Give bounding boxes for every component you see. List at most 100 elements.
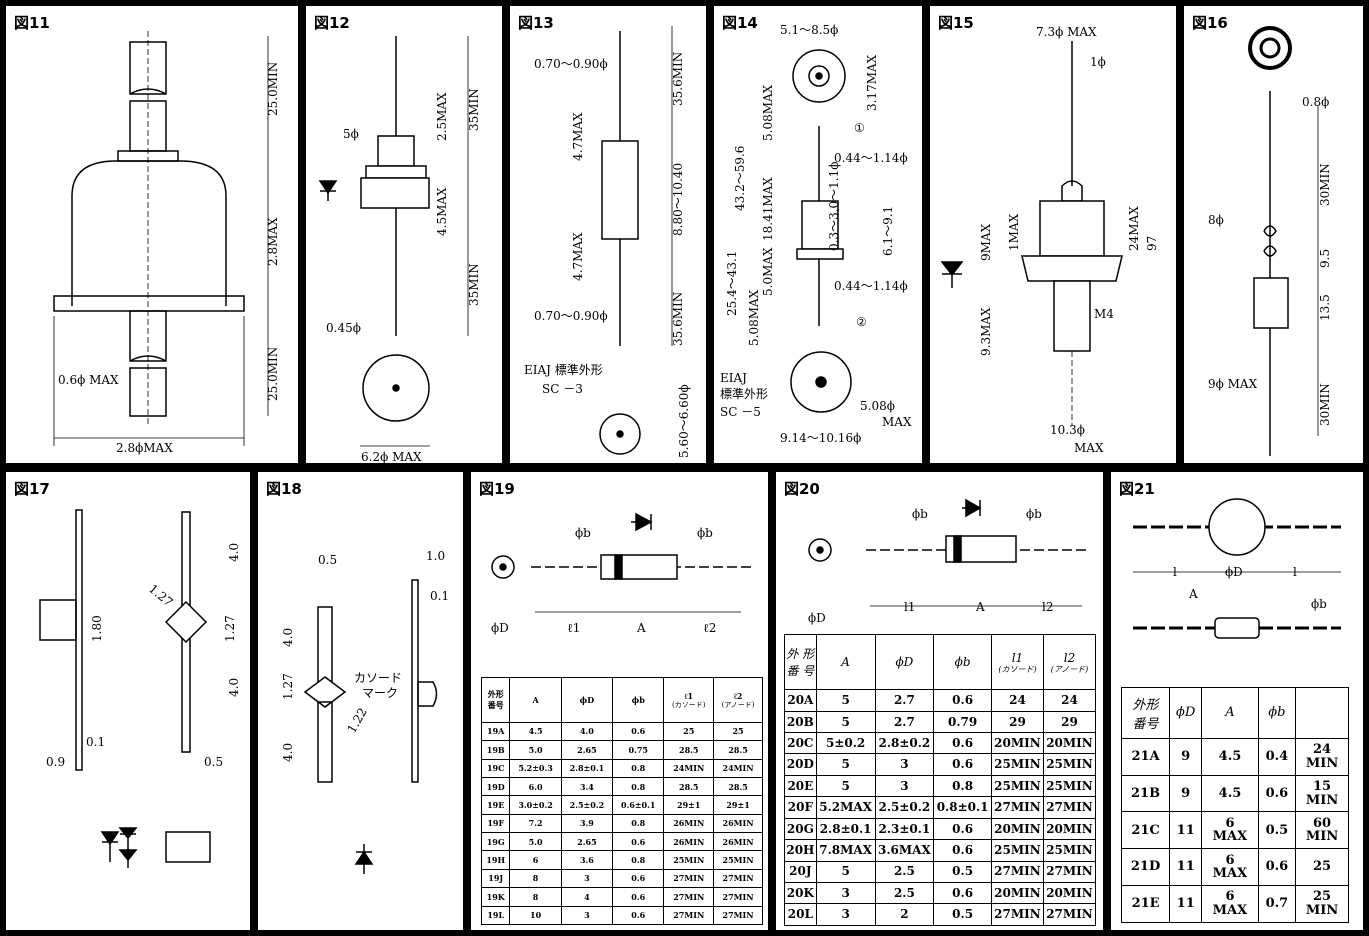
table-cell: 19A bbox=[480, 721, 511, 742]
table-cell: 25MIN bbox=[663, 850, 715, 870]
f13-label-3: 4.7MAX bbox=[571, 232, 585, 281]
f21-label-3: A bbox=[1188, 587, 1198, 601]
table-cell: 9 bbox=[1169, 774, 1203, 813]
f14-label-9: 25.4～43.1 bbox=[725, 251, 739, 316]
table-cell: 21A bbox=[1120, 737, 1171, 776]
table-cell: 0.5 bbox=[933, 860, 992, 883]
f15-label-2: 9MAX bbox=[979, 223, 993, 261]
f18-label-2: 0.1 bbox=[430, 589, 449, 603]
f17-label-4: 4.0 bbox=[227, 678, 241, 697]
f15-label-1: 1ϕ bbox=[1090, 55, 1106, 69]
f11-label-2: 25.0MIN bbox=[266, 347, 280, 401]
f16-label-0: 0.8ϕ bbox=[1302, 95, 1329, 109]
f14-label-10: 5.0MAX bbox=[761, 247, 775, 296]
f17-label-3: 1.27 bbox=[223, 615, 237, 642]
table-cell: 20K bbox=[784, 881, 817, 905]
table-cell: 20MIN bbox=[1042, 732, 1097, 755]
table-cell: 7.8MAX bbox=[815, 839, 876, 862]
f19-label-0: ϕb bbox=[575, 526, 591, 540]
figure-17-panel: 図17 1.27 4.0 1.80 1.27 4.0 0.1 0.9 0.5 bbox=[6, 472, 250, 930]
f18-label-0: 0.5 bbox=[318, 553, 337, 567]
table-cell: 2.65 bbox=[560, 740, 614, 760]
f20-label-5: l2 bbox=[1042, 600, 1053, 614]
table-cell: 6 bbox=[509, 850, 562, 870]
table-header-cell: ϕD bbox=[874, 633, 935, 691]
table-cell: 20MIN bbox=[990, 732, 1044, 755]
table-cell: 5.2MAX bbox=[815, 796, 876, 819]
figure-13-title: 図13 bbox=[518, 14, 554, 32]
table-cell: 0.5 bbox=[933, 903, 992, 926]
table-header-cell: ϕD bbox=[1169, 687, 1203, 739]
table-cell: 7.2 bbox=[509, 813, 562, 834]
f19-label-1: ϕb bbox=[697, 526, 713, 540]
table-cell: 0.7 bbox=[1257, 885, 1297, 923]
table-cell: 28.5 bbox=[663, 777, 715, 797]
table-cell: 4.5 bbox=[509, 721, 562, 742]
table-cell: 20A bbox=[784, 689, 817, 712]
f14-label-4: 0.44～1.14ϕ bbox=[834, 151, 908, 165]
f18-label-4: 1.27 bbox=[281, 673, 295, 700]
table-cell: 24MIN bbox=[713, 758, 763, 779]
table-cell: 0.6 bbox=[933, 753, 992, 776]
table-cell: 25 bbox=[1295, 848, 1349, 887]
figure-15-panel: 図15 7.3ϕ MAX 1ϕ 9MAX 1MAX 24MAX 97 9.3MA… bbox=[930, 6, 1176, 463]
f17-label-7: 0.5 bbox=[204, 755, 223, 769]
figure-18-panel: 図18 0.5 1.0 0.1 4.0 1.27 カソード マーク 1.22 4… bbox=[258, 472, 463, 930]
table-cell: 25MIN bbox=[990, 753, 1044, 776]
table-cell: 27MIN bbox=[663, 887, 715, 907]
f13-label-4: 8.80～10.40 bbox=[671, 163, 685, 236]
table-cell: 28.5 bbox=[713, 740, 763, 760]
table-cell: 27MIN bbox=[990, 796, 1044, 819]
figure-12-drawing: 5ϕ 2.5MAX 35MIN 4.5MAX 35MIN 0.45ϕ 6.2ϕ … bbox=[318, 36, 481, 463]
table-cell: 27MIN bbox=[1042, 903, 1097, 926]
figure-15-title: 図15 bbox=[938, 14, 974, 32]
table-cell: 8 bbox=[509, 868, 562, 889]
table-cell: 0.6±0.1 bbox=[612, 795, 665, 815]
f20-label-2: ϕD bbox=[808, 611, 826, 625]
f20-label-0: ϕb bbox=[912, 507, 928, 521]
table-cell: 25 bbox=[663, 721, 715, 742]
f14-label-19: 9.14～10.16ϕ bbox=[780, 431, 861, 445]
table-header-cell: ϕb bbox=[933, 633, 992, 691]
table-cell: 4.0 bbox=[560, 721, 614, 742]
table-cell: 5.0 bbox=[509, 740, 562, 760]
table-header-cell: 外形番号 bbox=[1120, 687, 1171, 739]
f13-label-8: SC －3 bbox=[542, 382, 583, 396]
table-cell: 25MIN bbox=[1042, 774, 1097, 798]
table-cell: 19F bbox=[480, 813, 511, 834]
table-cell: 4 bbox=[560, 887, 614, 907]
table-cell: 19L bbox=[480, 905, 511, 926]
table-cell: 25MIN bbox=[713, 850, 763, 870]
f16-label-2: 8ϕ bbox=[1208, 213, 1224, 227]
f14-label-12: 0.44～1.14ϕ bbox=[834, 279, 908, 293]
table-cell: 11 bbox=[1169, 885, 1203, 923]
f21-label-0: l bbox=[1173, 565, 1177, 579]
f18-label-6: マーク bbox=[362, 686, 398, 700]
table-cell: 20J bbox=[784, 860, 817, 883]
f16-label-4: 13.5 bbox=[1318, 294, 1332, 321]
table-cell: 19D bbox=[480, 777, 511, 797]
table-cell: 29 bbox=[1042, 710, 1097, 734]
f14-label-0: 5.1～8.5ϕ bbox=[780, 23, 838, 37]
f16-label-3: 9.5 bbox=[1318, 249, 1332, 268]
f14-label-14: EIAJ bbox=[720, 371, 747, 385]
table-header-cell: l2(アノード) bbox=[1042, 633, 1097, 691]
f14-label-7: 0.3～3.0～1.1ϕ bbox=[827, 162, 841, 251]
f13-label-6: 35.6MIN bbox=[671, 292, 685, 346]
f11-label-1: 2.8MAX bbox=[266, 217, 280, 266]
f19-label-2: ϕD bbox=[491, 621, 509, 635]
figure-16-panel: 図16 0.8ϕ 30MIN 8ϕ 9.5 13.5 9ϕ MAX 30MIN bbox=[1184, 6, 1363, 463]
f21-label-1: ϕD bbox=[1225, 565, 1243, 579]
f20-label-1: ϕb bbox=[1026, 507, 1042, 521]
table-cell: 3.6 bbox=[560, 850, 614, 870]
